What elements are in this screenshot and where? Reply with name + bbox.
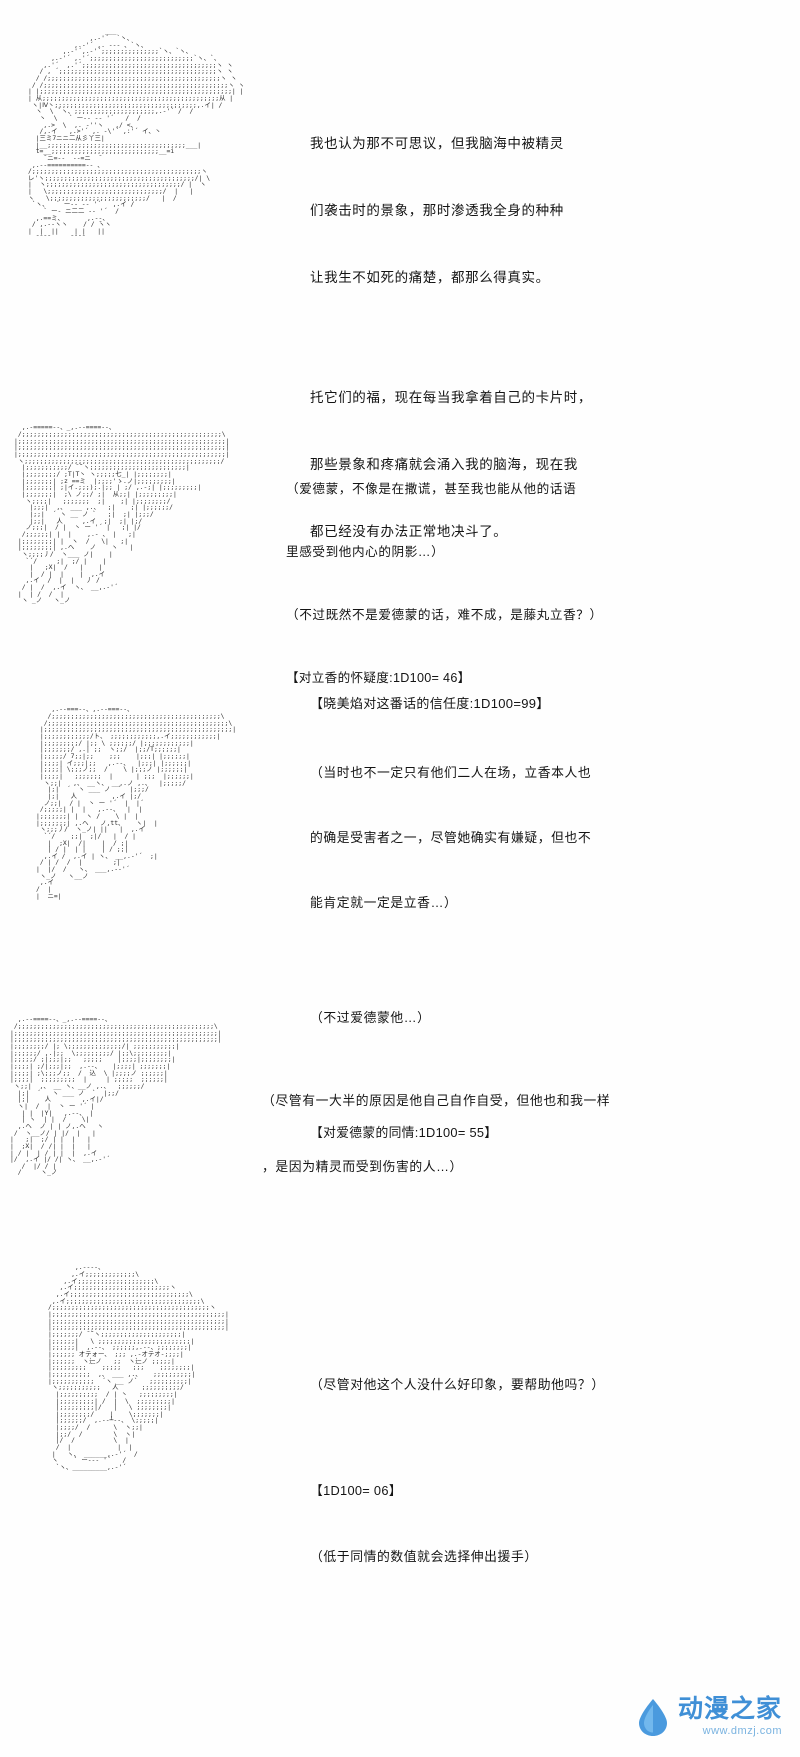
dialogue-line: ，是因为精灵而受到伤害的人…） <box>262 1159 463 1174</box>
dialogue-line: （爱德蒙，不像是在撒谎，甚至我也能从他的话语 <box>286 482 577 496</box>
dialogue-line: 们袭击时的景象，那时渗透我全身的种种 <box>310 203 564 218</box>
dialogue-line: 都已经没有办法正常地决斗了。 <box>310 524 508 539</box>
dialogue-line: 托它们的福，现在每当我拿着自己的卡片时， <box>310 390 592 405</box>
dice-roll-result: 【晓美焰对这番话的信任度:1D100=99】 <box>310 696 550 711</box>
ascii-art-character-5: ,.-‐‐-、 ,.イ;;;;;;;;;;;;;\ ,.イ;;;;;;;;;;;… <box>48 1263 229 1472</box>
ascii-art-character-3: ,.-‐===‐-、,.-‐===‐-、 /;;;;;;;;;;;;;;;;;;… <box>36 705 237 900</box>
dialogue-line: 里感受到他内心的阴影…） <box>286 545 445 559</box>
dialogue-block-2: （爱德蒙，不像是在撒谎，甚至我也能从他的话语 里感受到他内心的阴影…） （不过既… <box>286 440 603 728</box>
watermark-url: www.dmzj.com <box>702 1725 782 1737</box>
dice-roll-result: 【1D100= 06】 <box>310 1483 402 1498</box>
ascii-art-character-4: ,.-‐====‐-、_,.-‐====‐-、 /;;;;;;;;;;;;;;;… <box>10 1015 222 1177</box>
ascii-art-character-1: ___ ,.-'´ `丶、 ,.-'´ ,. --- 、`ヽ、 ,.-'´,.-… <box>28 27 245 242</box>
dialogue-block-1: 我也认为那不可思议，但我脑海中被精灵 们袭击时的景象，那时渗透我全身的种种 让我… <box>310 92 592 755</box>
dialogue-block-3: （当时也不一定只有他们二人在场，立香本人也 的确是受害者之一，尽管她确实有嫌疑，… <box>310 722 591 1183</box>
dialogue-line: （当时也不一定只有他们二人在场，立香本人也 <box>310 765 592 780</box>
dialogue-line: （不过爱德蒙他…） <box>310 1010 431 1025</box>
dice-roll-result: 【对爱德蒙的同情:1D100= 55】 <box>310 1125 498 1140</box>
dialogue-line: 能肯定就一定是立香…） <box>310 895 458 910</box>
dialogue-line: 我也认为那不可思议，但我脑海中被精灵 <box>310 136 564 151</box>
water-drop-icon <box>636 1697 670 1737</box>
dialogue-line: （不过既然不是爱德蒙的话，难不成，是藤丸立香？） <box>286 608 603 622</box>
dialogue-line: （尽管有一大半的原因是他自己自作自受，但他也和我一样 <box>262 1093 611 1108</box>
dialogue-block-5: （尽管对他这个人没什么好印象，要帮助他吗？） 【1D100= 06】 （低于同情… <box>310 1334 605 1608</box>
watermark-text: 动漫之家 www.dmzj.com <box>678 1697 782 1737</box>
dialogue-line: 那些景象和疼痛就会涌入我的脑海，现在我 <box>310 457 578 472</box>
dialogue-line: 让我生不如死的痛楚，都那么得真实。 <box>310 270 550 285</box>
dialogue-block-4: （尽管有一大半的原因是他自己自作自受，但他也和我一样 ，是因为精灵而受到伤害的人… <box>262 1050 610 1218</box>
watermark: 动漫之家 www.dmzj.com <box>636 1697 782 1737</box>
spacer <box>310 329 592 346</box>
dice-roll-result: 【对立香的怀疑度:1D100= 46】 <box>286 671 471 685</box>
ascii-art-character-2: ,.‐=====‐-、_,.-‐====‐-、 /;;;;;;;;;;;;;;;… <box>14 423 230 605</box>
dialogue-line: 的确是受害者之一，尽管她确实有嫌疑，但也不 <box>310 830 592 845</box>
spacer <box>310 1436 605 1440</box>
dialogue-line: （尽管对他这个人没什么好印象，要帮助他吗？） <box>310 1377 605 1392</box>
spacer <box>310 953 591 967</box>
dialogue-line: （低于同情的数值就会选择伸出援手） <box>310 1549 538 1564</box>
watermark-title: 动漫之家 <box>677 1695 782 1723</box>
